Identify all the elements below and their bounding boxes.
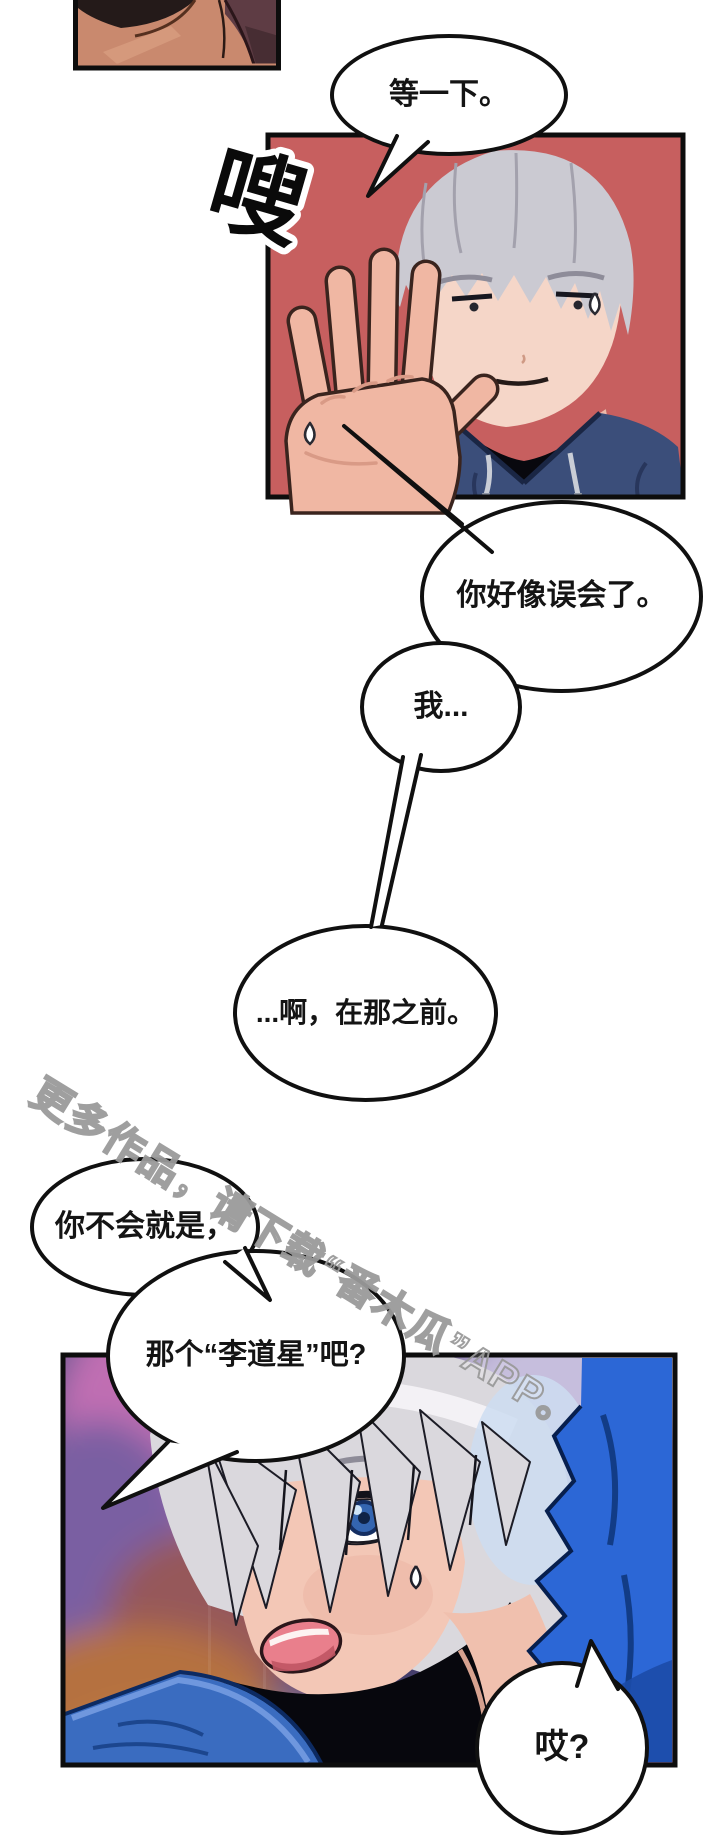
- sfx-text: 嗖: [197, 134, 318, 262]
- sfx-whoosh: 嗖: [190, 127, 324, 268]
- speech-bubble-eh: 哎?: [475, 1661, 649, 1835]
- tail-long-right: [380, 753, 423, 927]
- bubble-text: 你不会就是，: [55, 1209, 235, 1243]
- bubble-text: 哎?: [534, 1728, 590, 1767]
- speech-bubble-i: 我...: [360, 641, 522, 773]
- bubble-text: 那个“李道星”吧?: [145, 1339, 367, 1372]
- panel-neck-closeup: [73, 0, 281, 71]
- bubble-text: 你好像误会了。: [456, 579, 667, 613]
- tail-long-left: [369, 755, 405, 929]
- speech-bubble-wait: 等一下。: [330, 34, 568, 156]
- bubble-text: ...啊，在那之前。: [255, 996, 476, 1028]
- speech-bubble-li-daoxing: 那个“李道星”吧?: [106, 1249, 406, 1463]
- bubble-text: 等一下。: [389, 77, 509, 111]
- speech-bubble-before-that: ...啊，在那之前。: [233, 924, 498, 1102]
- tail-long-fill: [371, 755, 421, 927]
- bubble-text: 我...: [413, 689, 469, 723]
